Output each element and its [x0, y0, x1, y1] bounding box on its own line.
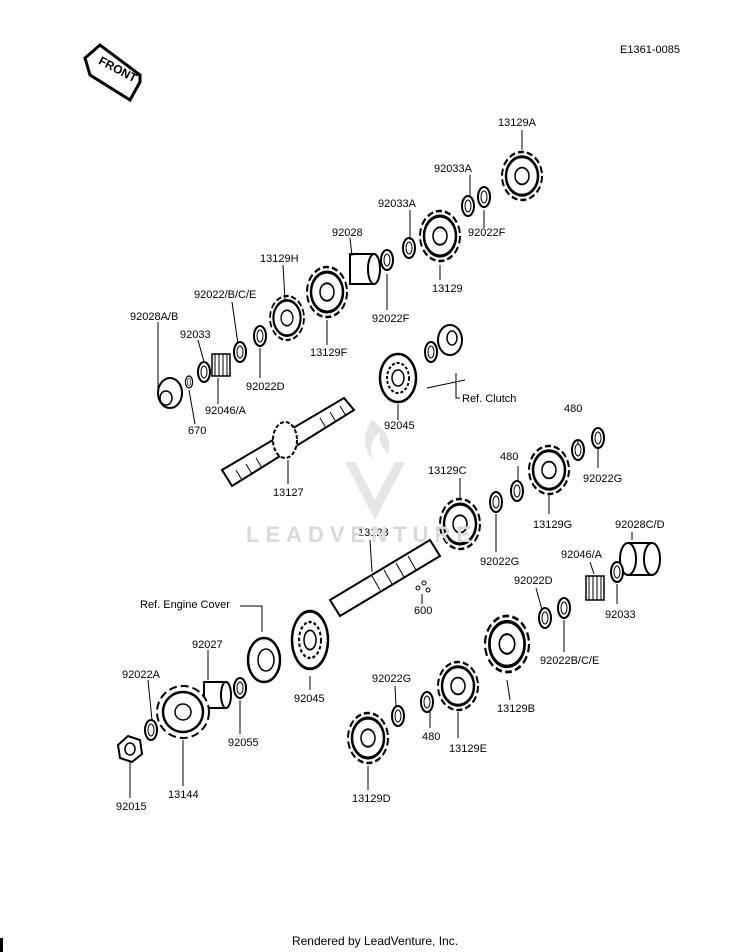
label-13127: 13127	[273, 487, 304, 499]
gear-13129A	[500, 150, 544, 202]
label-13129E: 13129E	[449, 743, 487, 755]
gear-13129E	[436, 660, 480, 712]
leader-lines	[129, 130, 633, 798]
washer-92055	[233, 677, 247, 699]
label-ref-clutch: Ref. Clutch	[462, 393, 516, 405]
bearing-92045-2	[290, 609, 330, 671]
label-13129H: 13129H	[260, 253, 299, 265]
label-92045-2: 92045	[294, 693, 325, 705]
washer-480-2	[510, 480, 524, 502]
label-13129B: 13129B	[497, 703, 535, 715]
label-92028AB: 92028A/B	[130, 311, 178, 323]
ref-clutch-leader	[455, 373, 460, 399]
label-13129F: 13129F	[310, 347, 348, 359]
washer-ref-clutch-1	[424, 341, 438, 363]
label-92055: 92055	[228, 737, 259, 749]
washer-92022G-2	[489, 491, 503, 513]
gear-13129G	[527, 444, 571, 496]
needle-bearing-92046A-2	[585, 575, 605, 601]
shaft-13127	[220, 396, 356, 488]
washer-92022A	[144, 719, 158, 741]
washer-92022BCE-2	[557, 597, 571, 619]
label-ref-engine-cover: Ref. Engine Cover	[140, 599, 230, 611]
front-arrow-icon: FRONT	[83, 43, 142, 103]
label-92022D-1: 92022D	[246, 381, 285, 393]
label-92022A: 92022A	[122, 669, 161, 681]
label-13129A: 13129A	[498, 117, 537, 129]
label-480-3: 480	[422, 731, 440, 743]
washer-92033A-2	[402, 237, 416, 259]
gear-13129H	[268, 294, 306, 342]
bearing-92045-1	[378, 352, 418, 404]
washer-92022G-1	[591, 427, 605, 449]
edge-mark	[0, 938, 3, 952]
washer-92022F-1	[477, 186, 491, 208]
label-600: 600	[414, 605, 432, 617]
washer-92022F-2	[380, 249, 394, 271]
label-92028CD: 92028C/D	[615, 519, 665, 531]
label-92046A-2: 92046/A	[561, 549, 603, 561]
gear-13129F	[305, 265, 349, 319]
label-92022D-2: 92022D	[514, 575, 553, 587]
label-92022G-2: 92022G	[480, 556, 519, 568]
label-92022G-1: 92022G	[583, 473, 622, 485]
footer-credit: Rendered by LeadVenture, Inc.	[291, 934, 459, 948]
watermark-text: LEADVENTURE	[246, 522, 478, 547]
label-92045-1: 92045	[384, 420, 415, 432]
washer-92022D-2	[538, 607, 552, 629]
label-13129C: 13129C	[428, 465, 467, 477]
balls-600	[415, 580, 431, 593]
label-13144: 13144	[168, 789, 199, 801]
label-92033-1: 92033	[180, 329, 211, 341]
bushing-92028AB	[157, 377, 183, 409]
needle-bearing-92046A-1	[211, 353, 231, 377]
bushing-92028	[349, 253, 381, 285]
label-13129: 13129	[432, 283, 463, 295]
washer-92022D-1	[253, 325, 267, 347]
shaft-13128	[328, 538, 442, 618]
label-92033-2: 92033	[605, 609, 636, 621]
label-92033A-2: 92033A	[378, 198, 417, 210]
washer-92033-1	[197, 361, 211, 383]
washer-480-3	[420, 691, 434, 713]
ref-engine-cover-leader	[240, 605, 263, 632]
label-92022F-1: 92022F	[468, 227, 506, 239]
label-92022BCE-1: 92022/B/C/E	[194, 289, 256, 301]
label-92015: 92015	[116, 801, 147, 813]
label-13129G: 13129G	[533, 519, 572, 531]
label-480-1: 480	[564, 403, 582, 415]
bushing-92028CD	[619, 542, 661, 576]
ring-670	[184, 375, 194, 389]
seal-ref-engine-cover	[246, 636, 282, 684]
label-92022BCE-2: 92022B/C/E	[540, 655, 599, 667]
watermark-logo	[345, 420, 405, 520]
collar-92027	[203, 681, 232, 709]
collar-ref-clutch	[437, 324, 463, 356]
label-92027: 92027	[192, 639, 223, 651]
washer-92033-2	[610, 561, 624, 583]
ref-clutch-line	[426, 379, 466, 389]
label-92046A-1: 92046/A	[205, 405, 247, 417]
washer-92033A-1	[461, 195, 475, 217]
label-13129D: 13129D	[352, 793, 391, 805]
label-92033A-1: 92033A	[434, 163, 473, 175]
gear-13129B	[483, 614, 531, 674]
label-92028: 92028	[332, 227, 363, 239]
label-92022G-3: 92022G	[372, 673, 411, 685]
figure-code: E1361-0085	[620, 44, 680, 56]
nut-92015	[116, 734, 144, 764]
washer-92022BCE-1	[233, 341, 247, 363]
sprocket-13144	[156, 685, 210, 739]
label-13128: 13128	[358, 527, 389, 539]
gear-13129D	[346, 711, 390, 765]
label-480-2: 480	[500, 451, 518, 463]
label-92022F-2: 92022F	[372, 313, 410, 325]
gear-13129	[418, 209, 462, 263]
label-670: 670	[188, 425, 206, 437]
washer-92022G-3	[391, 705, 405, 727]
